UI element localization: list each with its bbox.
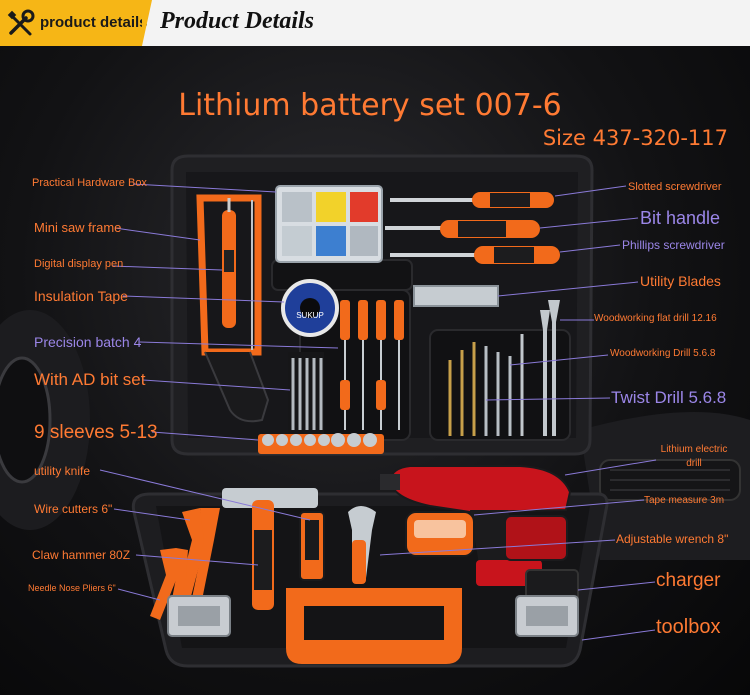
badge-label: product details [40,14,148,31]
label-precision-batch: Precision batch 4 [34,334,142,350]
latch-right [515,595,579,637]
drill-battery [504,515,568,561]
socket-sleeves [258,433,384,454]
label-mini-saw-frame: Mini saw frame [34,220,122,235]
label-twist-drill: Twist Drill 5.6.8 [611,388,727,407]
label-needle-nose-pliers: Needle Nose Pliers 6" [28,583,116,593]
label-claw-hammer: Claw hammer 80Z [32,548,131,562]
adjustable-wrench [348,506,376,584]
label-charger: charger [656,570,721,591]
product-size: Size 437-320-117 [542,126,728,150]
label-toolbox: toolbox [656,616,721,638]
claw-hammer [222,488,318,610]
label-electric-drill: Lithium electric drill [660,444,728,469]
toolbox-illustration: SUKUP [0,154,750,668]
header-bar: product details Product Details [0,0,750,46]
utility-blades [413,285,499,307]
label-wire-cutters: Wire cutters 6" [34,502,113,516]
badge-notch [142,0,152,46]
label-insulation-tape: Insulation Tape [34,288,128,304]
label-adjustable-wrench: Adjustable wrench 8" [616,532,729,546]
product-title: Lithium battery set 007-6 [0,88,750,123]
twist-drills [448,342,512,436]
label-ad-bit-set: With AD bit set [34,370,146,389]
label-hardware-box: Practical Hardware Box [32,177,147,189]
car-silhouette-right [580,412,750,560]
label-utility-blades: Utility Blades [640,273,721,289]
label-digital-pen: Digital display pen [34,258,124,270]
case-handle [286,588,462,664]
car-silhouette-left [0,310,90,530]
label-phillips-screwdriver: Phillips screwdriver [622,238,725,252]
precision-screwdrivers [340,300,404,430]
label-tape-measure: Tape measure 3m [644,495,725,506]
bit-handle [385,220,540,238]
utility-knife [299,511,325,581]
label-flat-drill: Woodworking flat drill 12.16 [594,313,717,324]
tape-brand-text: SUKUP [296,311,324,320]
product-image: SUKUP [0,46,750,695]
label-bit-handle: Bit handle [640,208,721,228]
product-details-badge: product details [0,0,148,46]
tape-measure [405,511,475,557]
tools-icon [7,9,35,36]
hardware-box [275,185,383,263]
ad-bit-set [288,352,324,438]
phillips-screwdriver [390,246,560,264]
label-utility-knife: utility knife [34,464,91,478]
woodworking-drills [520,300,560,436]
insulation-tape: SUKUP [281,279,339,337]
slotted-screwdriver [390,192,554,208]
label-9-sleeves: 9 sleeves 5-13 [34,422,158,443]
leader-lines [99,183,657,641]
digital-display-pen [222,198,236,328]
product-title-text: Lithium battery set 007-6 [178,88,562,123]
page-title: Product Details [160,8,314,34]
label-woodworking-drill: Woodworking Drill 5.6.8 [610,348,716,359]
latch-left [167,595,231,637]
label-slotted-screwdriver: Slotted screwdriver [628,181,722,193]
